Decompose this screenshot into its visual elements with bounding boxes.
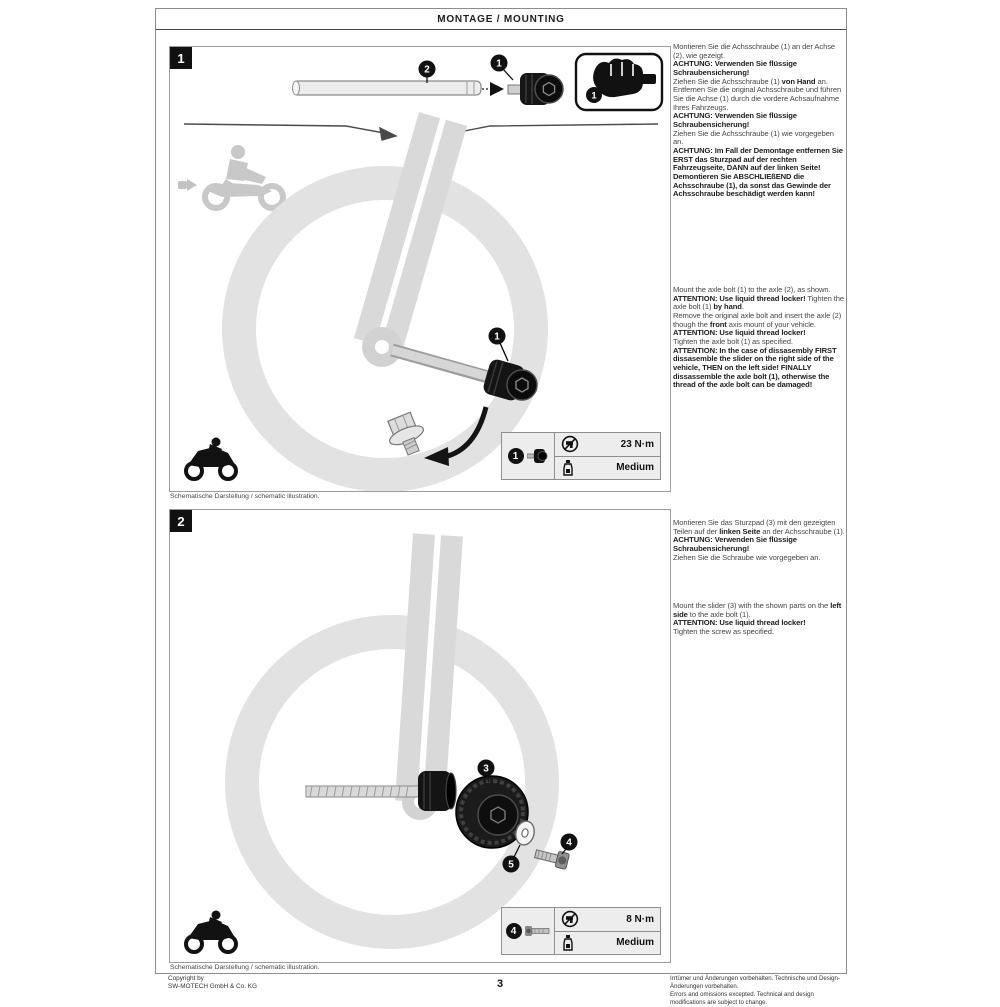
torque-spec-row: 23 N·m <box>555 433 660 456</box>
torque-item-badge: 4 <box>505 923 522 939</box>
thread-locker-row: Medium <box>555 455 660 480</box>
step1-instructions-english: Mount the axle bolt (1) to the axle (2),… <box>673 285 845 390</box>
screw-icon <box>534 849 570 870</box>
schematic-caption: Schematische Darstellung / schematic ill… <box>170 493 320 500</box>
step2-schematic-drawing: 3 5 4 <box>184 533 578 954</box>
axle-rod-icon <box>305 785 421 798</box>
torque-value: 23 N·m <box>620 438 654 450</box>
thread-locker-row: Medium <box>555 930 660 955</box>
no-power-tools-icon <box>561 910 579 928</box>
front-wheel-schematic-2 <box>225 533 559 949</box>
instruction-column: Montieren Sie die Achsschraube (1) an de… <box>673 42 846 968</box>
callout-axle-bolt: 1 <box>490 54 514 81</box>
motorcycle-slider-marker-icon <box>184 437 238 481</box>
page-frame: MONTAGE / MOUNTING 1 2 <box>155 8 847 974</box>
step2-instructions-german: Montieren Sie das Sturzpad (3) mit den g… <box>673 518 845 562</box>
thread-locker-strength: Medium <box>616 462 654 474</box>
step1-schematic-drawing: 2 1 <box>178 52 664 491</box>
remove-direction-arrow <box>443 406 489 460</box>
callout-screw: 4 <box>560 833 578 855</box>
pointer-hand-icon <box>178 179 197 191</box>
front-wheel-schematic: 1 <box>222 112 548 491</box>
callout-mounted-bolt-number: 1 <box>494 332 500 343</box>
axle-bolt-icon <box>526 448 549 464</box>
copyright-line1: Copyright by <box>168 975 204 982</box>
motorcycle-rider-icon <box>202 145 286 211</box>
torque-spec-row: 8 N·m <box>555 908 660 931</box>
flange-bolt-icon <box>387 411 424 456</box>
handbox-item-number: 1 <box>591 90 597 101</box>
callout-slider-number: 3 <box>483 764 489 775</box>
callout-screw-number: 4 <box>566 838 572 849</box>
hand-tighten-icon <box>593 58 656 98</box>
callout-axle: 2 <box>418 60 436 83</box>
hand-tighten-box: 1 <box>574 52 664 112</box>
step1-number-badge: 1 <box>170 47 192 69</box>
screw-icon <box>524 925 551 937</box>
schematic-caption: Schematische Darstellung / schematic ill… <box>170 964 320 971</box>
callout-washer-number: 5 <box>508 860 514 871</box>
disclaimer-line1: Irrtümer und Änderungen vorbehalten. Tec… <box>670 975 840 990</box>
page-number: 3 <box>496 978 504 990</box>
slider-icon <box>455 775 529 849</box>
step1-illustration-panel: 1 2 <box>169 46 671 492</box>
callout-mounted-bolt: 1 <box>488 327 509 362</box>
torque-value: 8 N·m <box>626 913 654 925</box>
step2-illustration-panel: 2 <box>169 509 671 963</box>
arrowhead <box>424 447 449 466</box>
step2-torque-box: 4 8 N·m Medium <box>501 907 661 955</box>
torque-item-badge: 1 <box>507 448 524 464</box>
torque-item-cell: 4 <box>502 908 555 954</box>
callout-washer: 5 <box>502 844 521 873</box>
mounted-axle-bolt-icon-2 <box>418 771 457 811</box>
step1-torque-box: 1 23 N·m Medium <box>501 432 661 480</box>
axle-bolt-icon <box>507 73 564 105</box>
step1-instructions-german: Montieren Sie die Achsschraube (1) an de… <box>673 42 843 199</box>
page-header: MONTAGE / MOUNTING <box>156 9 846 30</box>
copyright-text: Copyright by SW-MOTECH GmbH & Co. KG <box>168 975 257 1007</box>
insert-arrow-icon <box>490 82 504 96</box>
motorcycle-slider-marker-icon <box>184 910 238 954</box>
axle-tube-icon <box>292 80 482 96</box>
no-power-tools-icon <box>561 435 579 453</box>
disclaimer-line2: Errors and omissions excepted. Technical… <box>670 990 814 1006</box>
step2-number-badge: 2 <box>170 510 192 532</box>
step2-instructions-english: Mount the slider (3) with the shown part… <box>673 601 842 636</box>
torque-item-cell: 1 <box>502 433 555 479</box>
page-title: MONTAGE / MOUNTING <box>437 13 565 25</box>
copyright-line2: SW-MOTECH GmbH & Co. KG <box>168 983 258 991</box>
thread-locker-strength: Medium <box>616 937 654 949</box>
callout-axle-number: 2 <box>424 65 430 76</box>
callout-axle-bolt-number: 1 <box>496 59 502 70</box>
thread-locker-bottle-icon <box>561 934 575 952</box>
thread-locker-bottle-icon <box>561 459 575 477</box>
washer-icon <box>515 820 535 846</box>
callout-slider: 3 <box>477 759 495 783</box>
